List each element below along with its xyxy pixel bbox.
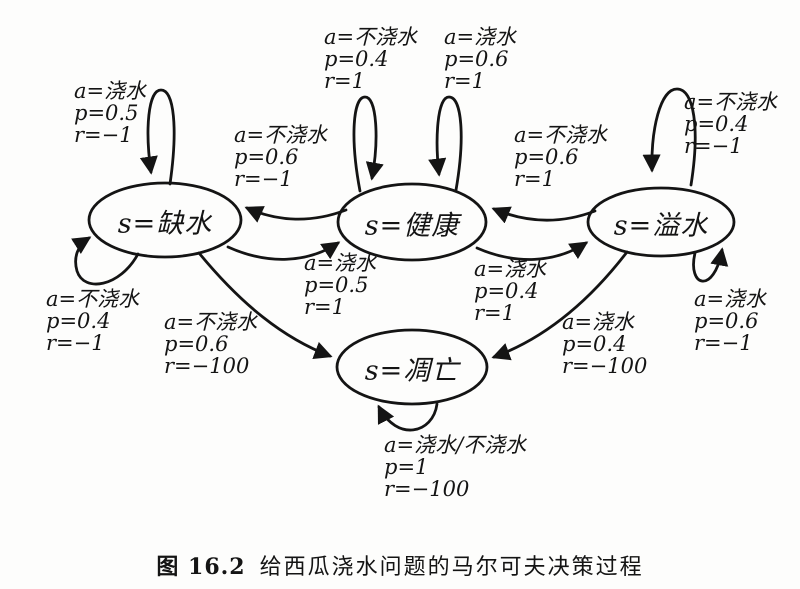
arrow-healthy-self-right <box>428 95 463 192</box>
reward-line: r=1 <box>514 167 555 191</box>
action-line: a=不浇水 <box>324 25 418 49</box>
reward-line: r=−1 <box>74 123 133 147</box>
action-line: a=浇水 <box>694 287 767 311</box>
arrow-overflow-self-bottom <box>692 247 729 283</box>
edge-label-healthy-to-lack: a=不浇水 p=0.6 r=−1 <box>234 124 327 190</box>
reward-line: r=−1 <box>694 331 753 355</box>
edge-label-healthy-self-left: a=不浇水 p=0.4 r=1 <box>324 26 417 92</box>
reward-line: r=−1 <box>46 331 105 355</box>
arrow-overflow-to-healthy <box>491 206 597 224</box>
reward-line: r=1 <box>304 295 345 319</box>
arrow-overflow-self-top <box>642 87 697 187</box>
arrow-healthy-to-overflow <box>475 241 589 261</box>
probability-line: p=0.4 <box>684 112 749 136</box>
action-line: a=不浇水 <box>46 287 140 311</box>
probability-line: p=0.6 <box>514 145 579 169</box>
arrow-lack-to-withered <box>197 251 333 359</box>
probability-line: p=0.4 <box>324 47 389 71</box>
figure-caption-title: 给西瓜浇水问题的马尔可夫决策过程 <box>259 555 644 580</box>
reward-line: r=−100 <box>384 477 470 501</box>
state-ellipse-lack <box>87 181 243 259</box>
probability-line: p=0.5 <box>74 101 139 125</box>
edge-label-overflow-self-top: a=不浇水 p=0.4 r=−1 <box>684 91 777 157</box>
edge-label-overflow-self-bottom: a=浇水 p=0.6 r=−1 <box>694 288 766 354</box>
action-line: a=浇水 <box>562 310 635 334</box>
state-label-overflow: s=溢水 <box>613 210 709 242</box>
reward-line: r=−1 <box>684 134 743 158</box>
edge-label-lack-to-healthy: a=浇水 p=0.5 r=1 <box>304 252 376 318</box>
reward-line: r=−1 <box>234 167 293 191</box>
arrow-withered-self <box>377 402 439 432</box>
state-ellipse-withered <box>335 328 489 406</box>
edge-label-healthy-to-overflow: a=浇水 p=0.4 r=1 <box>474 258 546 324</box>
reward-line: r=−100 <box>562 354 648 378</box>
state-ellipse-healthy <box>336 182 488 262</box>
state-label-healthy: s=健康 <box>364 210 460 242</box>
action-line: a=浇水 <box>304 251 377 275</box>
probability-line: p=0.5 <box>304 273 369 297</box>
probability-line: p=1 <box>384 455 429 479</box>
reward-line: r=1 <box>444 69 485 93</box>
state-ellipse-overflow <box>586 186 736 258</box>
figure-caption: 图 16.2 给西瓜浇水问题的马尔可夫决策过程 <box>0 549 800 581</box>
probability-line: p=0.6 <box>164 332 229 356</box>
edge-label-lack-self-top: a=浇水 p=0.5 r=−1 <box>74 80 146 146</box>
probability-line: p=0.6 <box>694 309 759 333</box>
arrow-lack-self-top <box>139 88 176 186</box>
action-line: a=不浇水 <box>514 123 608 147</box>
reward-line: r=−100 <box>164 354 250 378</box>
action-line: a=浇水 <box>74 79 147 103</box>
probability-line: p=0.6 <box>234 145 299 169</box>
edge-label-lack-to-withered: a=不浇水 p=0.6 r=−100 <box>164 311 257 377</box>
action-line: a=不浇水 <box>234 123 328 147</box>
arrow-lack-to-healthy <box>226 241 341 261</box>
edge-label-healthy-self-right: a=浇水 p=0.6 r=1 <box>444 26 516 92</box>
arrow-overflow-to-withered <box>491 250 629 361</box>
edge-label-overflow-to-withered: a=浇水 p=0.4 r=−100 <box>562 311 647 377</box>
edge-label-lack-self-bottom: a=不浇水 p=0.4 r=−1 <box>46 288 139 354</box>
arrow-healthy-to-lack <box>244 206 348 223</box>
probability-line: p=0.4 <box>474 279 539 303</box>
state-label-withered: s=凋亡 <box>364 355 460 387</box>
edge-label-withered-self: a=浇水/不浇水 p=1 r=−100 <box>384 434 526 500</box>
action-line: a=浇水/不浇水 <box>384 433 527 457</box>
state-label-lack: s=缺水 <box>117 208 213 240</box>
probability-line: p=0.6 <box>444 47 509 71</box>
edge-label-overflow-to-healthy: a=不浇水 p=0.6 r=1 <box>514 124 607 190</box>
action-line: a=不浇水 <box>164 310 258 334</box>
arrow-lack-self-bottom <box>71 236 140 286</box>
action-line: a=浇水 <box>474 257 547 281</box>
arrow-healthy-self-left <box>352 95 384 193</box>
figure-caption-number: 图 16.2 <box>156 554 246 580</box>
reward-line: r=1 <box>474 301 515 325</box>
action-line: a=不浇水 <box>684 90 778 114</box>
probability-line: p=0.4 <box>46 309 111 333</box>
probability-line: p=0.4 <box>562 332 627 356</box>
action-line: a=浇水 <box>444 25 517 49</box>
reward-line: r=1 <box>324 69 365 93</box>
